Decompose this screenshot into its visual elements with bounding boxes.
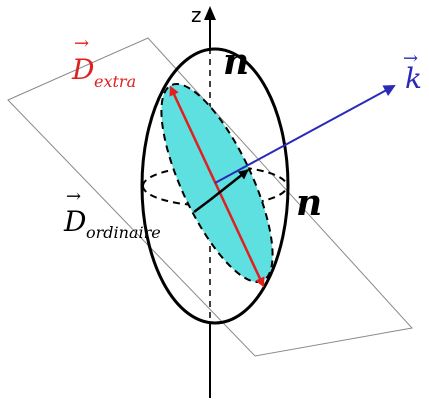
d-ordinaire-axis-back — [193, 199, 211, 213]
k-letter: k — [405, 62, 422, 95]
z-axis-label: z — [191, 3, 202, 27]
d-extra-subscript: extra — [94, 72, 136, 91]
k-label: → k — [403, 48, 422, 95]
z-axis-arrowhead — [204, 6, 216, 20]
d-ordinaire-arrow: → — [66, 186, 81, 207]
k-vector — [214, 85, 396, 184]
d-extra-letter: D — [71, 53, 94, 86]
k-arrow: → — [403, 48, 418, 69]
d-ordinaire-axis — [209, 169, 249, 201]
d-extra-axis — [169, 85, 265, 288]
d-extra-arrow: → — [74, 33, 89, 54]
n-right-label: n — [296, 182, 322, 224]
n-top-label: n — [223, 41, 249, 83]
d-ordinaire-letter: D — [63, 205, 86, 238]
d-ordinaire-label: → D ordinaire — [63, 186, 161, 242]
d-extra-label: → D extra — [71, 33, 136, 91]
d-ordinaire-subscript: ordinaire — [86, 223, 161, 242]
